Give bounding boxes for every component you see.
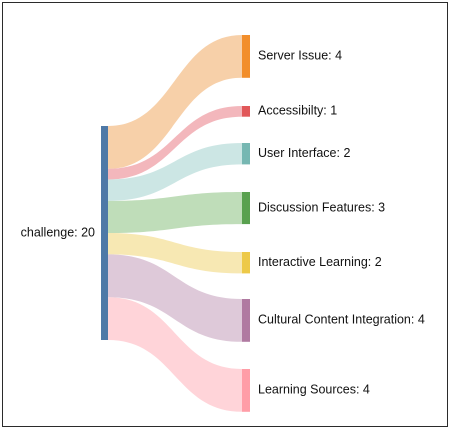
sankey-links [108,35,242,412]
node-label-discussion-features: Discussion Features: 3 [258,200,385,214]
node-user-interface[interactable] [242,143,250,165]
node-discussion-features[interactable] [242,192,250,225]
link-learning-sources[interactable] [108,297,242,412]
sankey-nodes [101,35,250,412]
node-cultural-content-integration[interactable] [242,299,250,342]
node-label-challenge: challenge: 20 [21,225,95,239]
sankey-labels: challenge: 20 Server Issue: 4 Accessibilty… [21,49,425,397]
node-label-server-issue: Server Issue: 4 [258,49,342,63]
node-source-challenge [101,126,108,340]
node-label-learning-sources: Learning Sources: 4 [258,383,370,397]
node-label-user-interface: User Interface: 2 [258,146,350,160]
node-server-issue[interactable] [242,35,250,78]
link-user-interface[interactable] [108,143,242,201]
link-cultural-content-integration[interactable] [108,254,242,342]
link-server-issue[interactable] [108,35,242,169]
node-accessibilty[interactable] [242,106,250,117]
node-learning-sources[interactable] [242,369,250,412]
link-accessibilty[interactable] [108,106,242,180]
node-label-accessibilty: Accessibilty: 1 [258,104,337,118]
chart-frame: challenge: 20 Server Issue: 4 Accessibilty… [2,2,448,427]
node-label-cultural-content-integration: Cultural Content Integration: 4 [258,313,425,327]
sankey-chart: challenge: 20 Server Issue: 4 Accessibilty… [21,35,425,412]
node-label-interactive-learning: Interactive Learning: 2 [258,255,382,269]
link-interactive-learning[interactable] [108,233,242,274]
link-discussion-features[interactable] [108,192,242,233]
node-interactive-learning[interactable] [242,252,250,274]
